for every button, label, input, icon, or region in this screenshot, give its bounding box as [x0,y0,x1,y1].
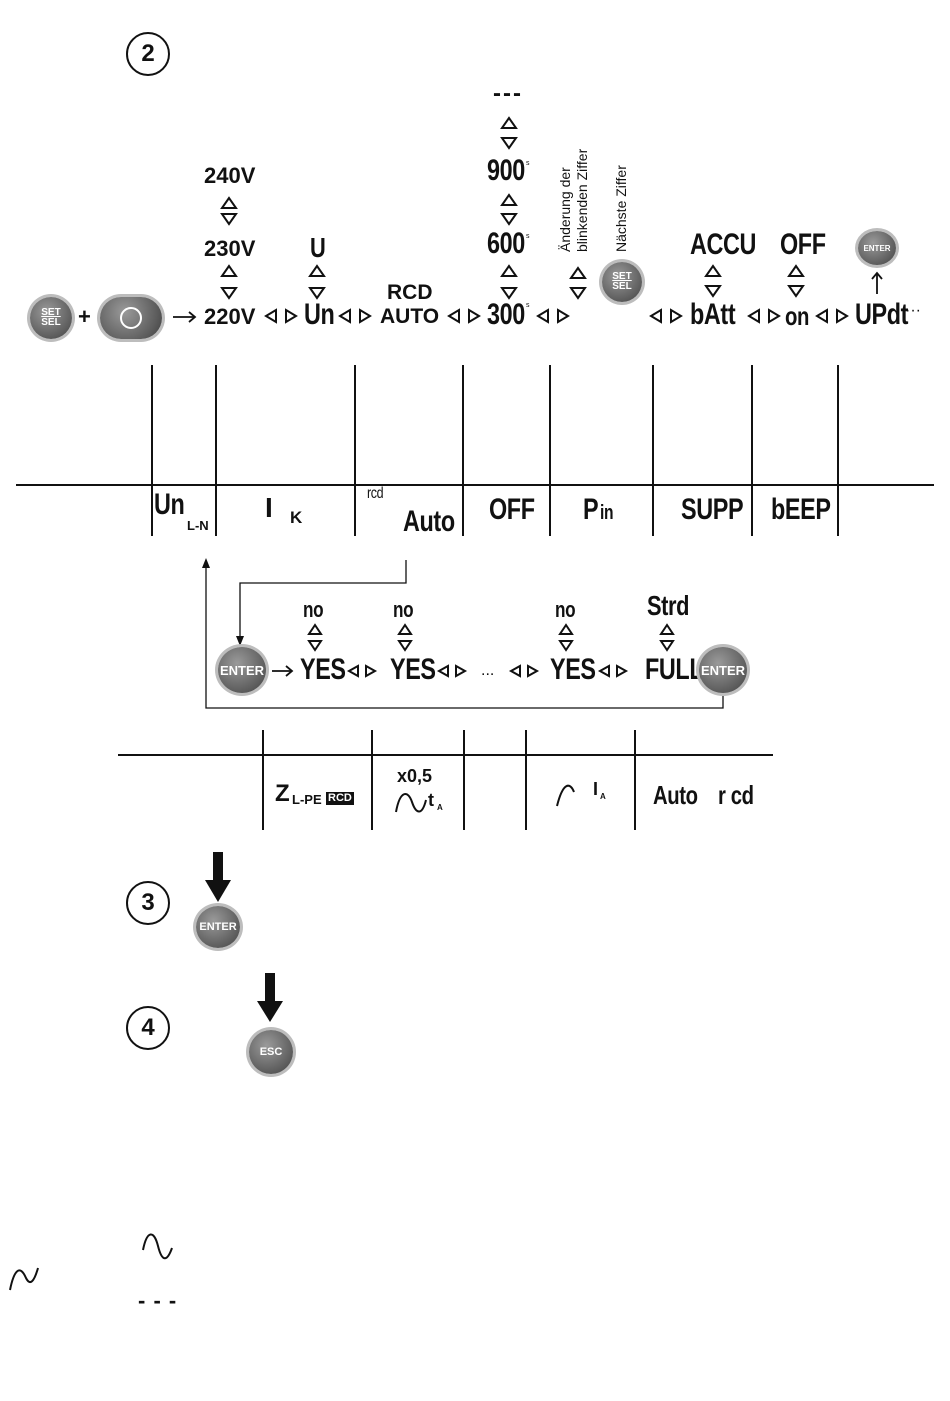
ia-sub: A [600,792,606,801]
time-600: 600 [487,227,525,261]
power-button[interactable] [100,297,162,339]
ta-sub: A [437,803,443,812]
zlpe-rcd-box: RCD [326,792,354,805]
menu-supp: SUPP [681,493,743,527]
x05-label: x0,5 [397,766,432,787]
enter-button-top[interactable]: ENTER [858,231,896,265]
time-unit-300: s [526,302,530,309]
enter-button-sub-left[interactable]: ENTER [218,647,266,693]
sine-wave-icon [396,794,426,812]
time-900: 900 [487,154,525,188]
enter-button-step3[interactable]: ENTER [196,906,240,948]
menu-auto: Auto [403,505,455,539]
batt-label: bAtt [690,298,735,332]
menu-off: OFF [489,493,535,527]
sub-yes-3: YES [550,653,596,687]
menu-ik-i: I [265,492,273,524]
sub-no-2: no [393,597,413,623]
sel-label: SEL [41,318,60,328]
voltage-240: 240V [204,163,255,189]
set-sel-button[interactable]: SET SEL [30,297,72,339]
step-2-badge: 2 [126,32,170,76]
zlpe-sub: L-PE [292,792,322,807]
sub-strd: Strd [647,590,689,622]
u-top: U [310,232,325,264]
menu-un: Un [154,488,184,522]
menu-ik-k: K [290,508,302,528]
note-change: Änderung der [557,167,573,252]
note-next-digit: Nächste Ziffer [613,165,629,252]
legend-dashes: - - - [138,1288,177,1314]
zlpe-z: Z [275,780,290,808]
sub-yes-2: YES [390,653,436,687]
step-3-badge: 3 [126,881,170,925]
time-unit-600: s [526,233,530,240]
time-unit-900: s [526,160,530,167]
menu-pin-in: in [600,502,613,525]
time-dots: --- [493,80,523,108]
updt-label: UPdt [855,298,908,332]
power-icon [120,307,142,329]
bottom-rcd: r cd [718,780,754,811]
updt-ellipsis: ··· [905,302,921,320]
accu-label: ACCU [690,228,756,262]
bottom-auto: Auto [653,780,698,811]
sub-full: FULL [645,653,703,687]
step-4-badge: 4 [126,1006,170,1050]
ta-label: t [428,790,434,811]
voltage-230: 230V [204,236,255,262]
sub-yes-1: YES [300,653,346,687]
lr-1 [266,310,296,322]
auto-label: AUTO [380,305,439,329]
note-blinking: blinkenden Ziffer [574,149,590,252]
sub-no-3: no [555,597,575,623]
menu-beep: bEEP [771,493,831,527]
time-300: 300 [487,298,525,332]
esc-button[interactable]: ESC [249,1030,293,1074]
voltage-220: 220V [204,304,255,330]
ia-label: I [593,779,598,800]
menu-rcd-small: rcd [367,485,383,503]
sel-label-2: SEL [612,282,631,292]
off-top: OFF [780,228,826,262]
plus-sign: + [78,304,91,330]
enter-button-sub-right[interactable]: ENTER [699,647,747,693]
on-label: on [785,301,809,332]
menu-ln: L-N [187,518,209,533]
set-sel-button-2[interactable]: SET SEL [602,262,642,302]
menu-pin-p: P [583,493,598,527]
un-label: Un [304,298,334,332]
rcd-label: RCD [387,281,433,305]
sub-no-1: no [303,597,323,623]
sub-ellipsis: ... [481,662,494,680]
